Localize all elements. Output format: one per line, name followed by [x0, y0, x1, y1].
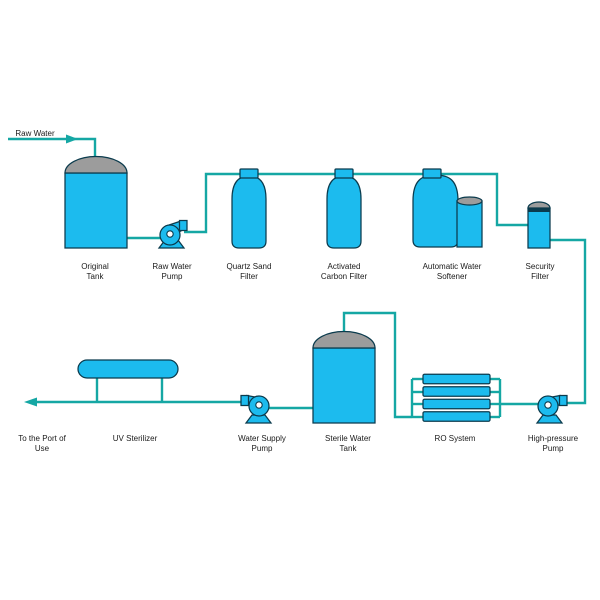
pipe-ro-to-sterile-tank [342, 311, 412, 419]
tank-dome [312, 330, 376, 349]
flow-arrow-left-icon [24, 397, 37, 407]
quartz-sand-filter-symbol [231, 168, 267, 249]
automatic-water-softener-symbol [412, 168, 483, 248]
pipe-to-hp-pump [549, 238, 587, 405]
raw-water-pump-symbol [157, 219, 188, 249]
original-tank-symbol [64, 155, 128, 249]
softener-cap [422, 168, 442, 179]
ro-membrane [422, 386, 491, 397]
pump-base [535, 414, 564, 424]
label-uv-sterilizer: UV Sterilizer [112, 434, 158, 443]
label-raw-water: Raw Water [15, 129, 55, 138]
pump-flange [558, 394, 568, 407]
filter-cap [334, 168, 354, 179]
tank-dome [64, 155, 128, 174]
sterile-water-tank-symbol [312, 330, 376, 424]
label-ro-system: RO System [434, 434, 476, 443]
pump-flange [178, 219, 188, 232]
ro-membrane [422, 373, 491, 385]
ro-system-symbol [422, 373, 491, 422]
pump-base [244, 414, 273, 424]
security-filter-symbol [527, 201, 551, 249]
uv-sterilizer-symbol [77, 359, 179, 379]
activated-carbon-filter-symbol [326, 168, 362, 249]
tank-body [64, 172, 128, 249]
pump-flange [240, 394, 250, 407]
filter-vessel [231, 175, 267, 249]
water-supply-pump-symbol [240, 394, 273, 424]
ro-membrane [422, 411, 491, 422]
filter-vessel [326, 175, 362, 249]
filter-band [528, 208, 550, 212]
pipe-raw-water-inlet [8, 137, 97, 163]
pump-eye [166, 230, 174, 238]
pump-eye [544, 401, 552, 409]
filter-dome [527, 201, 551, 209]
filter-cap [239, 168, 259, 179]
pump-eye [255, 401, 263, 409]
softener-vessel [412, 174, 459, 248]
high-pressure-pump-symbol [535, 394, 568, 424]
ro-membrane [422, 398, 491, 410]
brine-tank-lid [456, 196, 483, 206]
brine-tank-body [456, 200, 483, 248]
flow-arrow-right-icon [66, 134, 78, 144]
pipe-network [8, 134, 587, 419]
filter-body [527, 207, 551, 249]
tank-body [312, 347, 376, 424]
